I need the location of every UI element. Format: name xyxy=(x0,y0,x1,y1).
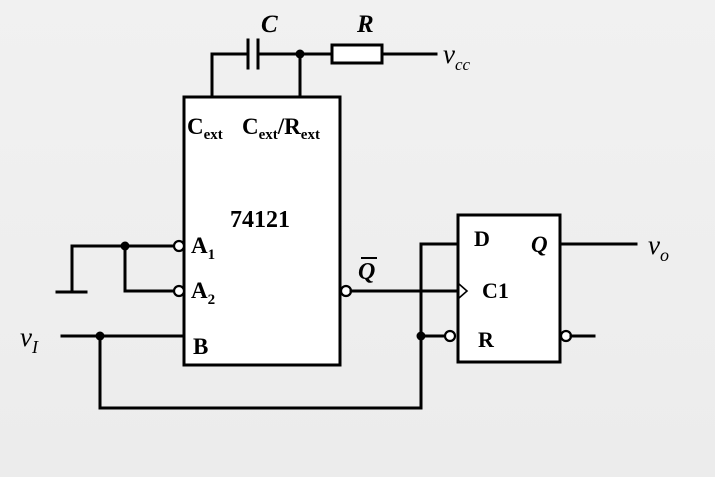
reset-feedback-wire xyxy=(98,334,447,410)
capacitor-label: C xyxy=(261,11,278,38)
r-inversion-bubble xyxy=(443,329,457,343)
output-vo-label: vo xyxy=(648,230,669,265)
pin-b-label: B xyxy=(193,334,208,359)
junction-dot-a xyxy=(120,241,130,251)
pin-r-label: R xyxy=(478,327,495,352)
pin-c1-label: C1 xyxy=(482,278,509,303)
a1-inversion-bubble xyxy=(172,239,186,253)
d-input-wire xyxy=(419,242,460,338)
cext-wire xyxy=(210,52,248,99)
pin-d-label: D xyxy=(474,226,490,251)
a2-inversion-bubble xyxy=(172,284,186,298)
pin-a2-label: A2 xyxy=(191,278,215,308)
ground-wire xyxy=(70,244,177,293)
pin-qbar-label: Q xyxy=(358,259,375,285)
cext-pin-label: Cext xyxy=(187,114,223,143)
resistor-label: R xyxy=(356,11,374,38)
resistor-symbol xyxy=(330,43,384,65)
d-flipflop-body xyxy=(456,213,562,364)
pin-a1-label: A1 xyxy=(191,233,215,263)
input-vi-label: vI xyxy=(20,322,39,357)
cext-rext-pin-label: Cext/Rext xyxy=(242,114,320,143)
chip-74121-body xyxy=(182,95,342,367)
a2-input-wire xyxy=(123,244,177,293)
junction-dot-timing xyxy=(295,49,305,59)
chip-name-label: 74121 xyxy=(230,207,290,233)
pin-q-label: Q xyxy=(531,232,548,257)
clock-edge-indicator xyxy=(458,283,469,299)
supply-label: vcc xyxy=(443,39,471,74)
